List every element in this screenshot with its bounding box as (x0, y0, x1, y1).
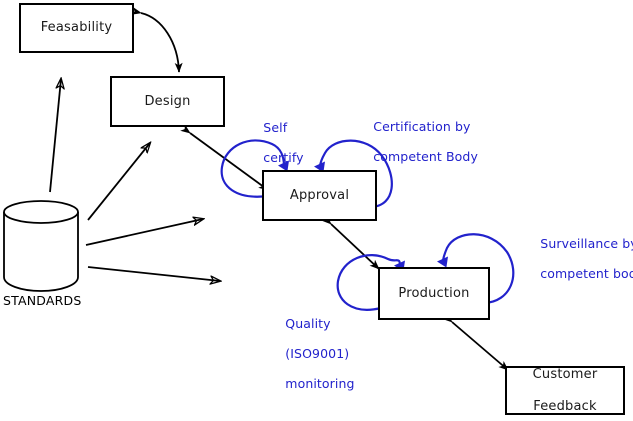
loop-approval-certification (314, 139, 393, 209)
edge-approval-to-production (321, 214, 380, 270)
node-production-label: Production (398, 285, 470, 301)
edge-standards-to-production (87, 266, 220, 281)
datastore-standards-label: STANDARDS (3, 293, 82, 308)
edge-standards-to-design (87, 143, 150, 221)
annotation-certification-line1: Certification by (373, 119, 471, 134)
edge-standards-to-feasability (49, 79, 61, 193)
edge-design-to-approval (180, 124, 269, 191)
annotation-surveillance-line1: Surveillance by (540, 236, 633, 251)
loop-approval-self-certify (220, 139, 289, 198)
annotation-certification-line2: competent Body (373, 149, 478, 164)
annotation-self-certify-line2: certify (263, 150, 304, 165)
annotation-self-certify-line1: Self (263, 120, 288, 135)
node-production[interactable]: Production (378, 267, 490, 320)
node-approval-label: Approval (289, 187, 350, 203)
annotation-self-certify: Self certify (247, 105, 304, 180)
node-design-label: Design (144, 93, 191, 109)
annotation-surveillance-line2: competent body (540, 266, 633, 281)
annotation-surveillance-by-competent-body: Surveillance by competent body (524, 221, 633, 296)
edge-production-to-customer-feedback (442, 312, 509, 371)
node-customer-feedback-label-line2: Feedback (533, 398, 597, 414)
annotation-quality-iso9001-monitoring: Quality (ISO9001) monitoring (269, 301, 355, 406)
node-customer-feedback-label-line1: Customer (532, 366, 598, 382)
loop-production-surveillance (437, 233, 515, 305)
node-customer-feedback-label: Customer Feedback (533, 367, 598, 415)
datastore-standards-shape (3, 200, 79, 292)
node-customer-feedback[interactable]: Customer Feedback (505, 366, 625, 415)
loop-production-quality (336, 254, 405, 311)
node-approval[interactable]: Approval (262, 170, 377, 221)
annotation-certification-by-competent-body: Certification by competent Body (357, 104, 478, 179)
node-feasability-label: Feasability (40, 20, 113, 35)
node-feasability[interactable]: Feasability (19, 3, 134, 53)
annotation-quality-line1: Quality (285, 316, 331, 331)
edge-standards-to-approval (85, 219, 203, 246)
node-design[interactable]: Design (110, 76, 225, 127)
edge-design-to-feasability (131, 6, 183, 73)
annotation-quality-line3: monitoring (285, 376, 355, 391)
annotation-quality-line2: (ISO9001) (285, 346, 350, 361)
